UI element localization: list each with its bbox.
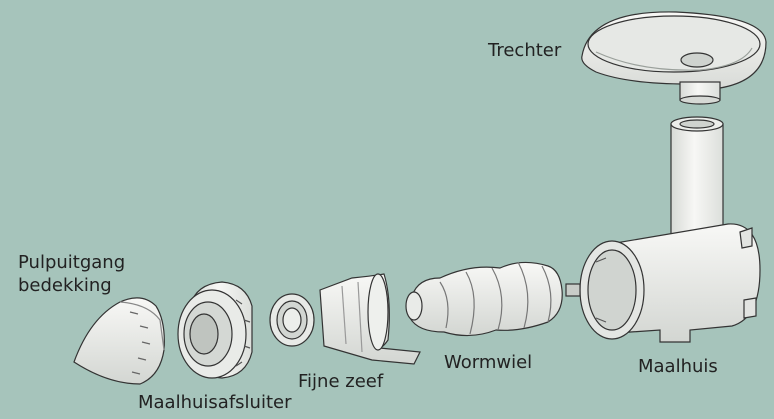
label-maalhuis: Maalhuis [638, 356, 718, 378]
label-wormwiel: Wormwiel [444, 352, 532, 374]
maalhuis-part [566, 117, 760, 342]
trechter-part [582, 12, 766, 104]
label-fijne-zeef: Fijne zeef [298, 371, 383, 393]
maalhuisafsluiter-part [178, 282, 252, 378]
label-pulpuitgang-line1: Pulpuitgang [18, 252, 125, 274]
label-pulpuitgang-line2: bedekking [18, 275, 112, 297]
label-maalhuisafsluiter: Maalhuisafsluiter [138, 392, 291, 414]
wormwiel-part [406, 262, 562, 336]
pulpuitgang-bedekking-part [74, 298, 164, 384]
fijne-zeef-part [270, 274, 420, 364]
label-trechter: Trechter [488, 40, 561, 62]
